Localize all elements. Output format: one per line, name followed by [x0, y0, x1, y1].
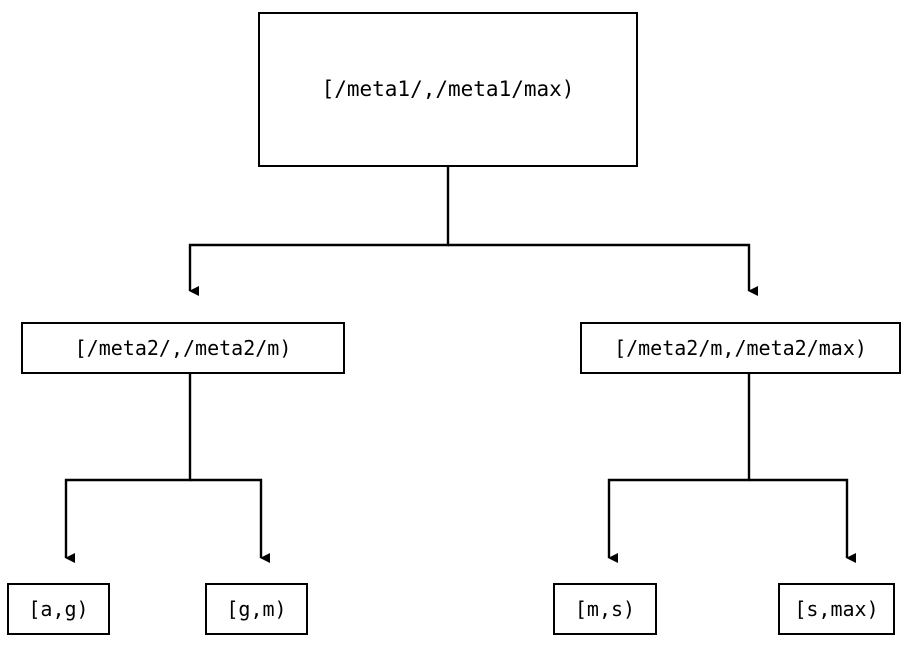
tree-node-leaf-ag[interactable]: [a,g): [7, 583, 110, 635]
tree-node-leaf-gm-label: [g,m): [226, 597, 287, 621]
tree-node-leaf-ms-label: [m,s): [574, 597, 636, 621]
edge-mid-right-to-leaf-ms: [607, 374, 751, 563]
edge-mid-left-to-leaf-gm: [190, 478, 270, 563]
tree-node-leaf-ag-label: [a,g): [28, 597, 89, 621]
tree-node-mid-right-label: [/meta2/m,/meta2/max): [614, 336, 867, 360]
tree-node-leaf-smax[interactable]: [s,max): [778, 583, 895, 635]
edge-root-to-mid-left: [188, 167, 450, 296]
edge-mid-left-to-leaf-ag: [64, 374, 192, 563]
edge-root-to-mid-right: [448, 243, 758, 296]
tree-node-root[interactable]: [/meta1/,/meta1/max): [258, 12, 638, 167]
tree-node-leaf-ms[interactable]: [m,s): [553, 583, 657, 635]
tree-node-leaf-smax-label: [s,max): [794, 597, 879, 621]
tree-node-leaf-gm[interactable]: [g,m): [205, 583, 308, 635]
tree-node-mid-right[interactable]: [/meta2/m,/meta2/max): [580, 322, 901, 374]
tree-node-root-label: [/meta1/,/meta1/max): [321, 77, 575, 101]
tree-node-mid-left[interactable]: [/meta2/,/meta2/m): [21, 322, 345, 374]
edge-mid-right-to-leaf-smax: [749, 478, 856, 563]
tree-node-mid-left-label: [/meta2/,/meta2/m): [74, 336, 292, 360]
